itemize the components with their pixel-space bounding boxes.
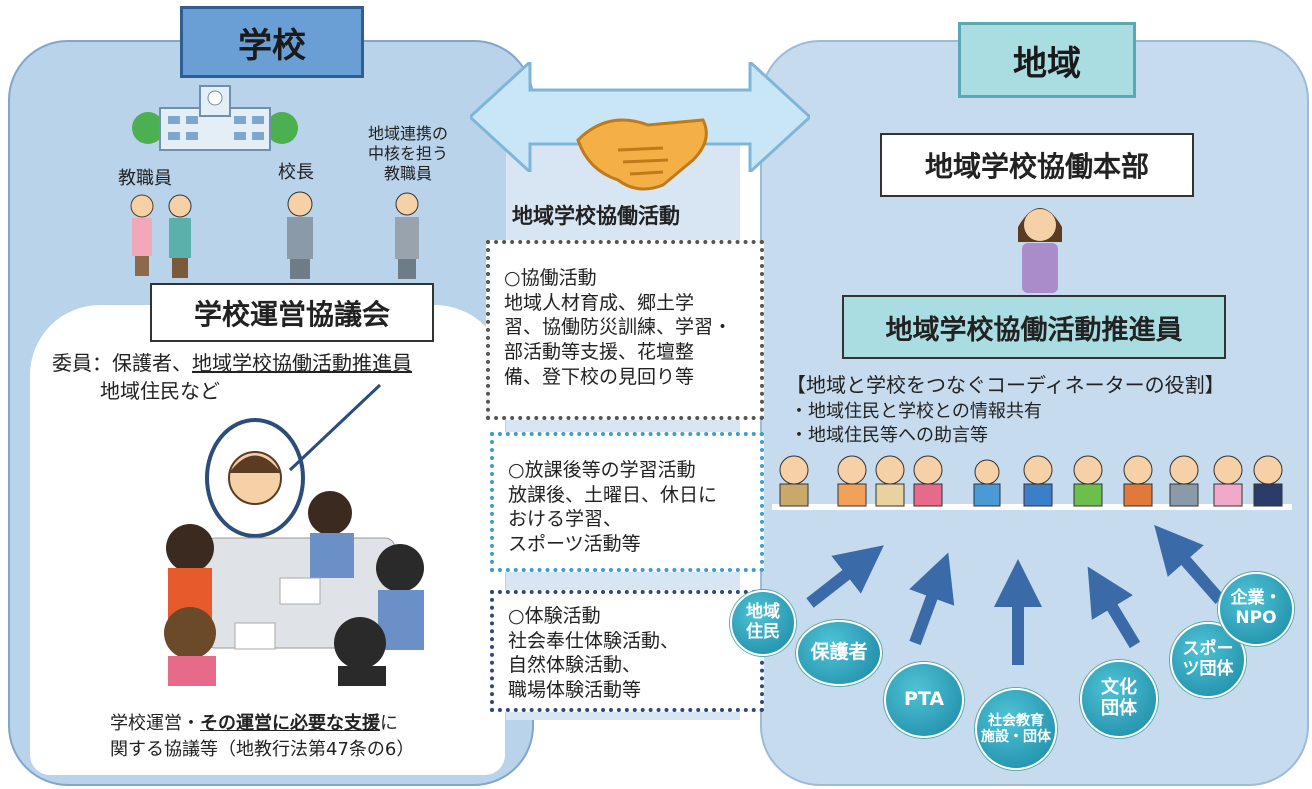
activity-title: 地域学校協働活動 bbox=[512, 204, 680, 228]
circle-social-education: 社会教育 施設・団体 bbox=[975, 688, 1057, 770]
circle-pta: PTA bbox=[884, 662, 964, 738]
pointer-line bbox=[288, 383, 382, 472]
region-header: 地域 bbox=[958, 22, 1136, 98]
role-title: 【地域と学校をつなぐコーディネーターの役割】 bbox=[786, 373, 1225, 397]
activity-box-afterschool-text: ○放課後等の学習活動 放課後、土曜日、休日に おける学習、 スポーツ活動等 bbox=[508, 459, 718, 556]
school-header: 学校 bbox=[180, 6, 364, 78]
suishin-title: 地域学校協働活動推進員 bbox=[842, 295, 1226, 359]
honbu-title: 地域学校協働本部 bbox=[880, 133, 1194, 197]
activity-box-afterschool: ○放課後等の学習活動 放課後、土曜日、休日に おける学習、 スポーツ活動等 bbox=[490, 432, 764, 572]
members-prefix: 委員：保護者、 bbox=[52, 351, 192, 375]
council-members: 委員：保護者、地域学校協働活動推進員 bbox=[52, 350, 412, 376]
caption-part-c: に bbox=[380, 713, 398, 734]
liaison-label: 地域連携の 中核を担う 教職員 bbox=[368, 124, 449, 183]
teacher-figure bbox=[130, 194, 154, 276]
meeting-illustration bbox=[164, 418, 424, 686]
role-item-2: ・地域住民等への助言等 bbox=[790, 425, 988, 446]
community-figures bbox=[772, 455, 1292, 510]
school-staff-figures bbox=[130, 191, 419, 279]
council-title: 学校運営協議会 bbox=[150, 283, 434, 342]
circle-residents: 地域 住民 bbox=[730, 590, 796, 656]
activity-box-collab-text: ○協働活動 地域人材育成、郷土学 習、協働防災訓練、学習・ 部活動等支援、花壇整… bbox=[504, 267, 733, 388]
handshake-icon bbox=[576, 118, 708, 191]
staff-label: 教職員 bbox=[118, 168, 172, 189]
caption-part-a: 学校運営・ bbox=[110, 713, 200, 734]
activity-box-collab: ○協働活動 地域人材育成、郷土学 習、協働防災訓練、学習・ 部活動等支援、花壇整… bbox=[486, 240, 764, 420]
coordinator-figure bbox=[1018, 208, 1062, 293]
council-caption-line1: 学校運営・その運営に必要な支援に bbox=[110, 712, 398, 735]
activity-box-experience-text: ○体験活動 社会奉仕体験活動、 自然体験活動、 職場体験活動等 bbox=[508, 605, 680, 702]
circle-culture: 文化 団体 bbox=[1080, 660, 1158, 738]
school-building-icon bbox=[132, 85, 298, 151]
role-item-1: ・地域住民と学校との情報共有 bbox=[790, 401, 1042, 422]
caption-part-b: その運営に必要な支援 bbox=[200, 713, 380, 734]
principal-label: 校長 bbox=[278, 162, 314, 183]
council-caption-line2: 関する協議等（地教行法第47条の6） bbox=[110, 739, 415, 760]
double-arrow bbox=[470, 62, 810, 172]
support-arrows bbox=[806, 525, 1225, 665]
council-members-line2: 地域住民など bbox=[100, 379, 220, 403]
circle-guardians: 保護者 bbox=[796, 620, 882, 686]
members-underlined: 地域学校協働活動推進員 bbox=[192, 351, 412, 375]
activity-box-experience: ○体験活動 社会奉仕体験活動、 自然体験活動、 職場体験活動等 bbox=[490, 590, 764, 712]
circle-business-npo: 企業・ NPO bbox=[1218, 572, 1294, 646]
